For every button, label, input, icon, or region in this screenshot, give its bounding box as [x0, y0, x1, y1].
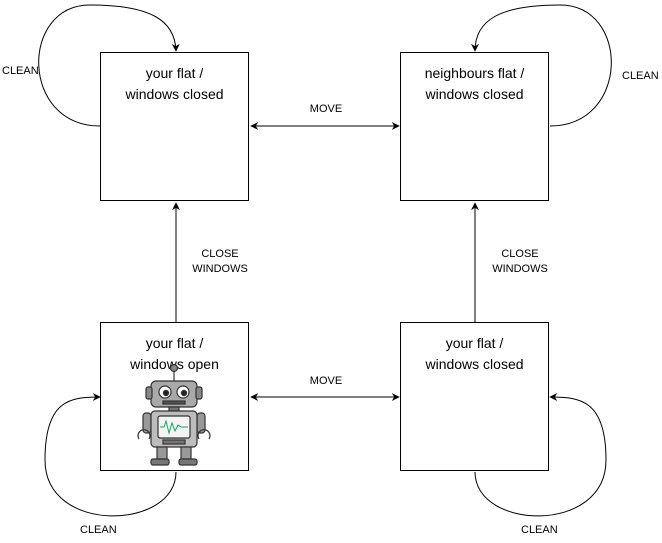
edge-label-move-bottom: MOVE: [309, 375, 343, 387]
state-your-flat-windows-open: your flat / windows open: [100, 322, 249, 471]
edge-label-clean-bl: CLEAN: [80, 524, 117, 536]
state-your-flat-windows-closed-2: your flat / windows closed: [400, 322, 549, 471]
state-neighbours-flat-windows-closed: neighbours flat / windows closed: [400, 52, 549, 201]
clean-loop-tl: [38, 4, 180, 127]
edge-label-clean-tr: CLEAN: [622, 70, 659, 82]
state-label: neighbours flat / windows closed: [424, 65, 525, 102]
clean-loop-br: [474, 393, 607, 517]
edge-label-move-top: MOVE: [309, 103, 343, 115]
edge-label-clean-tl: CLEAN: [2, 65, 39, 77]
state-label: your flat / windows closed: [425, 335, 524, 372]
edge-label-clean-br: CLEAN: [521, 524, 558, 536]
robot-icon: [137, 363, 211, 466]
clean-loop-bl: [44, 393, 177, 517]
edge-label-close-windows-right: CLOSE WINDOWS: [492, 248, 548, 275]
state-label: your flat / windows closed: [125, 65, 224, 102]
clean-loop-tr: [471, 4, 612, 127]
edge-label-close-windows-left: CLOSE WINDOWS: [192, 248, 248, 275]
state-your-flat-windows-closed: your flat / windows closed: [100, 52, 249, 201]
